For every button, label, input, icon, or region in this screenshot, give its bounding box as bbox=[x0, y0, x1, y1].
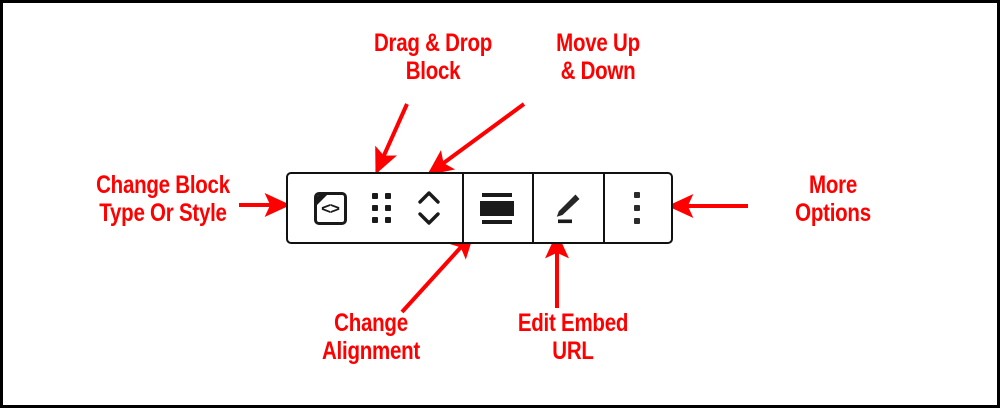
annotation-label-change-block-type: Change Block Type Or Style bbox=[96, 171, 230, 227]
drag-handle-button[interactable] bbox=[358, 174, 404, 242]
more-options-button[interactable] bbox=[633, 174, 640, 242]
code-block-icon-glyph: <> bbox=[321, 198, 340, 218]
toolbar-group-more bbox=[602, 174, 671, 242]
code-block-icon: <> bbox=[313, 191, 347, 225]
block-type-button[interactable]: <> bbox=[302, 174, 358, 242]
arrow-move-up-down bbox=[427, 102, 526, 176]
move-up-down-button[interactable] bbox=[404, 174, 454, 242]
annotation-label-change-alignment: Change Alignment bbox=[321, 309, 421, 365]
arrow-change-alignment bbox=[400, 232, 475, 314]
annotation-label-drag-drop-block: Drag & Drop Block bbox=[373, 29, 493, 85]
edit-embed-url-button[interactable] bbox=[548, 174, 586, 242]
chevron-up-down-icon bbox=[418, 191, 440, 225]
code-block-icon-corner bbox=[316, 194, 328, 206]
annotation-label-edit-embed-url: Edit Embed URL bbox=[517, 309, 629, 365]
block-toolbar: <> bbox=[286, 172, 673, 244]
drag-handle-dots-icon bbox=[371, 193, 391, 223]
annotation-label-move-up-down: Move Up & Down bbox=[556, 29, 640, 85]
toolbar-group-edit bbox=[532, 174, 602, 242]
pencil-edit-icon bbox=[557, 194, 580, 224]
align-center-icon bbox=[480, 192, 515, 224]
arrow-drag-drop-block bbox=[375, 103, 409, 175]
change-alignment-button[interactable] bbox=[480, 174, 515, 242]
toolbar-group-alignment bbox=[461, 174, 532, 242]
annotation-label-more-options: More Options bbox=[795, 171, 871, 227]
vertical-ellipsis-icon bbox=[633, 192, 640, 224]
toolbar-group-block-controls: <> bbox=[288, 174, 462, 242]
